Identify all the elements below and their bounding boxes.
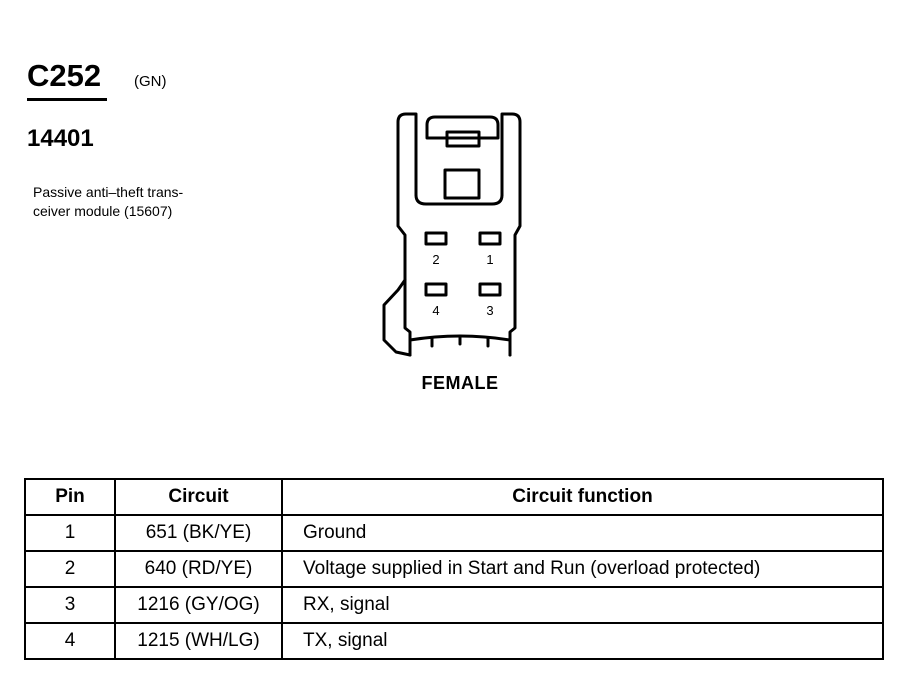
circuit-cell: 640 (RD/YE) [114,550,283,588]
circuit-cell: 1215 (WH/LG) [114,622,283,660]
locking-latch [425,115,500,140]
connector-color-code: (GN) [134,73,167,90]
table-row: 3 1216 (GY/OG) RX, signal [24,586,884,624]
pin-cell: 4 [24,622,116,660]
description-line-1: Passive anti–theft trans- [33,184,184,200]
description-line-2: ceiver module (15607) [33,203,173,219]
pin-cavity-1 [478,231,502,246]
pin-label-2: 2 [432,252,439,267]
column-header-circuit-function: Circuit function [281,478,884,516]
connector-housing [396,112,522,357]
connector-id: C252 [27,58,102,93]
pin-cavity-2 [424,231,448,246]
column-header-pin: Pin [24,478,116,516]
table-row: 1 651 (BK/YE) Ground [24,514,884,552]
circuit-cell: 1216 (GY/OG) [114,586,283,624]
part-number: 14401 [27,125,94,152]
latch-lower-window [443,168,481,200]
pin-circuit-table: Pin Circuit Circuit function 1 651 (BK/Y… [24,478,884,660]
circuit-cell: 651 (BK/YE) [114,514,283,552]
table-header-row: Pin Circuit Circuit function [24,478,884,516]
column-header-circuit: Circuit [114,478,283,516]
pin-cell: 3 [24,586,116,624]
table-row: 2 640 (RD/YE) Voltage supplied in Start … [24,550,884,588]
connector-id-underline [27,98,107,101]
circuit-function-cell: Voltage supplied in Start and Run (overl… [281,550,884,588]
pin-cell: 2 [24,550,116,588]
latch-window [445,130,481,148]
connector-face-diagram: 2 1 4 3 [382,112,522,357]
pin-label-3: 3 [486,303,493,318]
housing-bottom-ticks [430,334,490,348]
pin-cavity-4 [424,282,448,297]
table-row: 4 1215 (WH/LG) TX, signal [24,622,884,660]
pin-cavity-3 [478,282,502,297]
component-description: Passive anti–theft trans- ceiver module … [33,183,233,221]
circuit-function-cell: TX, signal [281,622,884,660]
release-tab [382,278,412,357]
connector-view-label: FEMALE [421,373,499,393]
pin-cell: 1 [24,514,116,552]
pin-label-4: 4 [432,303,439,318]
circuit-function-cell: RX, signal [281,586,884,624]
pin-label-1: 1 [486,252,493,267]
circuit-function-cell: Ground [281,514,884,552]
